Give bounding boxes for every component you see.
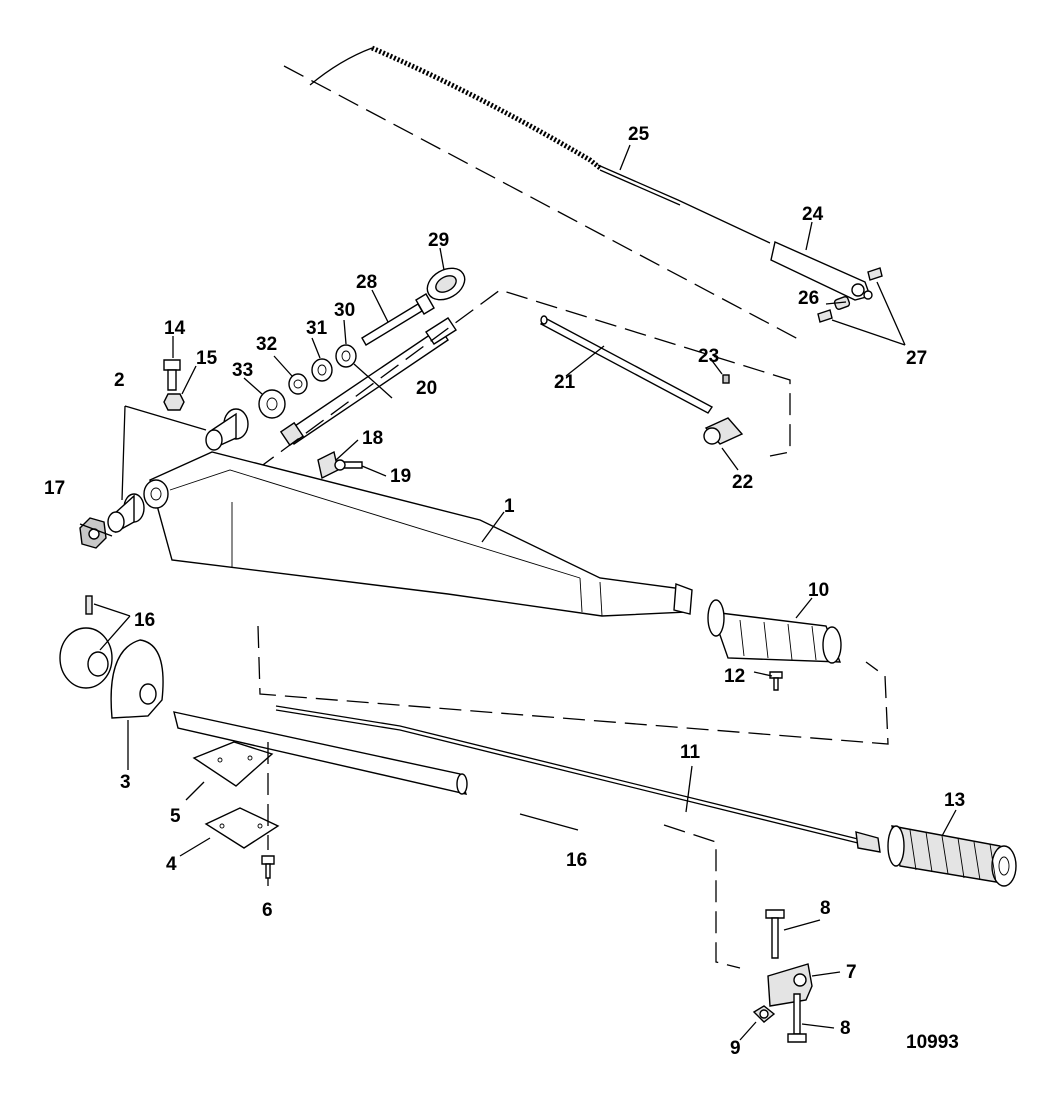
part-23-screw xyxy=(722,374,730,384)
part-7-clamp xyxy=(767,963,813,1007)
callout-28: 28 xyxy=(356,272,377,293)
callout-14: 14 xyxy=(164,318,186,339)
leader-27 xyxy=(831,281,906,346)
callout-8-upper: 8 xyxy=(820,898,831,919)
part-11-throttle-cable xyxy=(275,705,881,853)
callout-18: 18 xyxy=(362,428,383,449)
callout-23: 23 xyxy=(698,346,719,367)
leader-16a xyxy=(93,603,131,651)
part-33-spacer xyxy=(258,389,286,419)
callout-13: 13 xyxy=(944,790,965,811)
guide-line-grip xyxy=(257,625,889,745)
part-16-tube xyxy=(173,711,468,795)
part-22-block xyxy=(703,417,744,445)
guide-line-tube xyxy=(663,824,741,969)
part-24-link-arm xyxy=(770,241,873,301)
callout-33: 33 xyxy=(232,360,253,381)
part-13-knob xyxy=(887,825,1017,887)
guide-line-cable xyxy=(283,65,801,341)
part-16-pin xyxy=(85,595,93,615)
callout-labels: 25 24 29 28 26 30 14 31 32 23 27 15 33 2… xyxy=(44,124,965,1059)
callout-30: 30 xyxy=(334,300,355,321)
part-8-bolt-lower xyxy=(787,993,807,1043)
part-12-screw xyxy=(769,671,783,691)
callout-4: 4 xyxy=(166,854,177,875)
part-28-bolt xyxy=(361,293,435,346)
part-17-nut xyxy=(79,517,107,549)
callout-20: 20 xyxy=(416,378,437,399)
guide-line-bolt xyxy=(255,289,791,471)
part-16-friction-disc xyxy=(59,627,113,689)
figure-id: 10993 xyxy=(906,1032,959,1053)
callout-16-bottom: 16 xyxy=(566,850,587,871)
part-9-wing-nut xyxy=(752,1005,776,1023)
part-2-bushing-lower xyxy=(107,493,145,534)
callout-27: 27 xyxy=(906,348,927,369)
part-8-bolt-upper xyxy=(765,909,785,959)
callout-2: 2 xyxy=(114,370,125,391)
part-4-plate xyxy=(204,807,280,849)
callout-21: 21 xyxy=(554,372,576,393)
callout-9: 9 xyxy=(730,1038,741,1059)
part-6-screw xyxy=(261,855,275,879)
callout-31: 31 xyxy=(306,318,328,339)
callout-25: 25 xyxy=(628,124,650,145)
callout-24: 24 xyxy=(802,204,824,225)
leader-2 xyxy=(121,405,207,501)
part-29-seal xyxy=(426,267,466,301)
callout-29: 29 xyxy=(428,230,449,251)
callout-22: 22 xyxy=(732,472,753,493)
part-5-plate xyxy=(192,741,274,787)
part-21-rod xyxy=(539,315,714,414)
callout-8-lower: 8 xyxy=(840,1018,851,1039)
part-10-grip xyxy=(707,599,842,664)
part-14-bolt xyxy=(163,359,181,391)
callout-16-top: 16 xyxy=(134,610,155,631)
part-1-tiller-arm xyxy=(143,451,693,617)
part-15-nut xyxy=(163,393,185,411)
leader-lines xyxy=(79,144,957,1041)
callout-6: 6 xyxy=(262,900,273,921)
part-32-washer xyxy=(288,373,308,395)
part-3-friction-plate xyxy=(110,639,164,719)
part-27-set-screws xyxy=(817,267,883,323)
callout-19: 19 xyxy=(390,466,411,487)
callout-3: 3 xyxy=(120,772,131,793)
callout-17: 17 xyxy=(44,478,65,499)
part-19-screw xyxy=(334,459,363,471)
part-31-washer xyxy=(311,358,333,382)
part-25-cable xyxy=(309,45,771,244)
callout-10: 10 xyxy=(808,580,829,601)
callout-15: 15 xyxy=(196,348,218,369)
callout-1: 1 xyxy=(504,496,515,517)
callout-7: 7 xyxy=(846,962,857,983)
callout-32: 32 xyxy=(256,334,277,355)
callout-5: 5 xyxy=(170,806,181,827)
part-2-bushing-upper xyxy=(205,408,249,451)
callout-12: 12 xyxy=(724,666,745,687)
callout-11: 11 xyxy=(680,742,701,763)
part-30-washer xyxy=(335,344,357,368)
callout-26: 26 xyxy=(798,288,819,309)
